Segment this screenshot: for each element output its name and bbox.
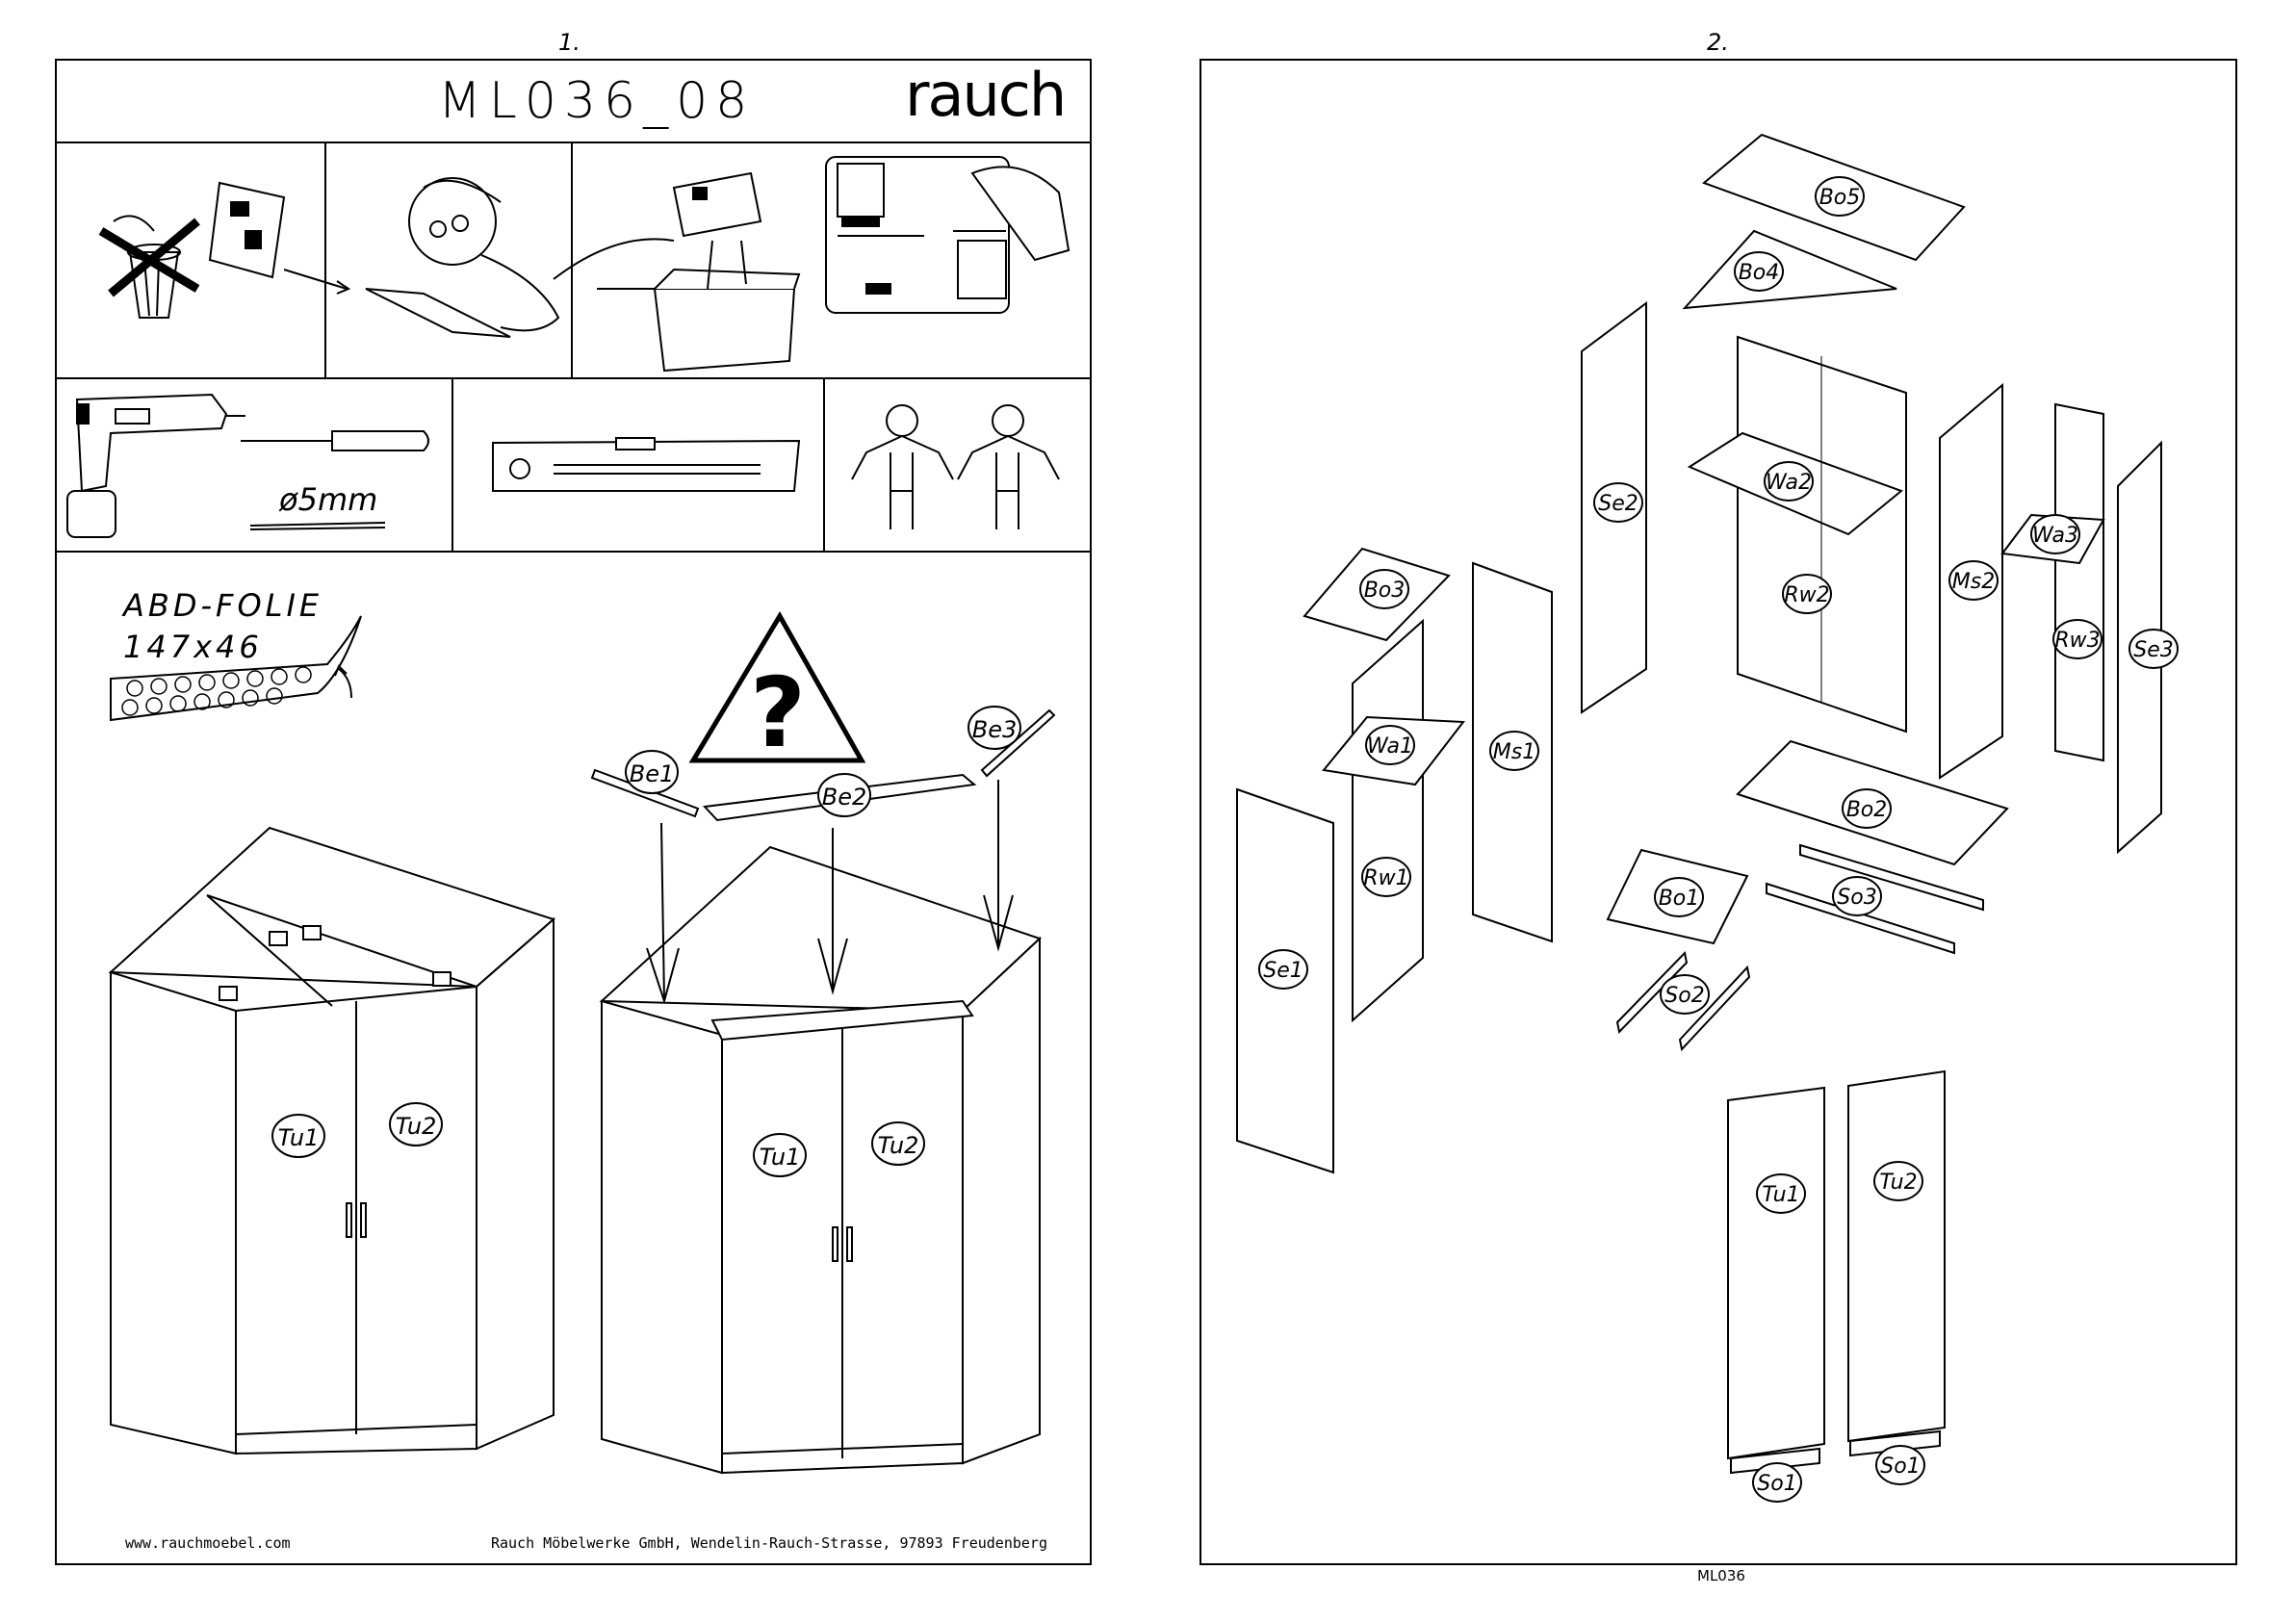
label-bo1: Bo1 [1659,887,1700,911]
panel-tu2 [1848,1071,1945,1441]
label-so1-a: So1 [1757,1472,1796,1496]
label-se1: Se1 [1263,959,1303,983]
label-bo4: Bo4 [1739,261,1780,285]
label-bo3: Bo3 [1364,579,1406,603]
label-se2: Se2 [1598,492,1638,516]
label-wa2: Wa2 [1766,471,1812,495]
panel-tu1 [1728,1088,1824,1458]
label-wa3: Wa3 [2032,524,2078,548]
label-bo2: Bo2 [1846,798,1888,822]
label-wa1: Wa1 [1367,734,1413,759]
panel-rw1 [1353,621,1423,1020]
label-ms2: Ms2 [1952,570,1995,594]
label-rw1: Rw1 [1363,866,1408,890]
label-rw3: Rw3 [2054,629,2100,653]
label-rw2: Rw2 [1784,583,1829,607]
panel-bo4 [1685,231,1896,308]
label-so2: So2 [1664,984,1704,1008]
label-ms1: Ms1 [1493,740,1535,764]
label-tu1: Tu1 [1762,1183,1799,1207]
label-so1-b: So1 [1880,1455,1920,1479]
label-bo5: Bo5 [1819,186,1861,210]
label-tu2: Tu2 [1879,1171,1917,1195]
label-so3: So3 [1837,886,1876,910]
label-se3: Se3 [2133,638,2174,662]
panel-rw3 [2055,404,2103,760]
